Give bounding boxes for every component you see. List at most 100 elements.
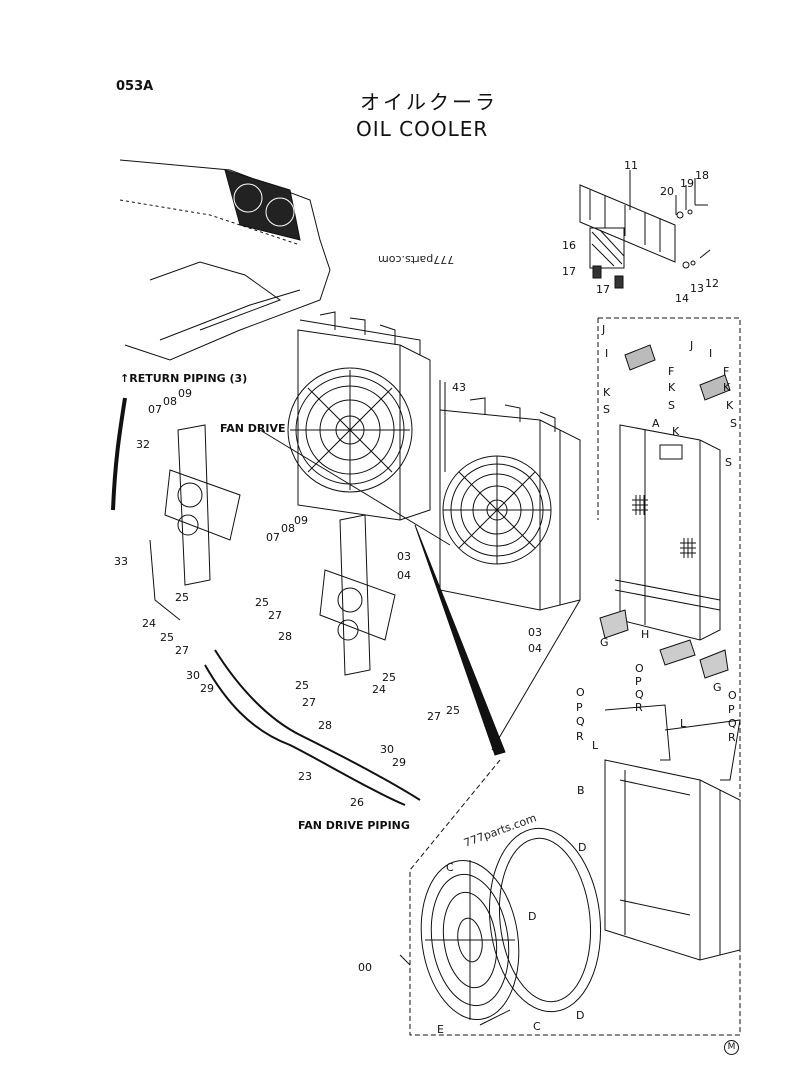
callout-30b: 30 bbox=[380, 743, 394, 756]
bracket-f-1 bbox=[624, 344, 656, 371]
bracket-l-1 bbox=[604, 704, 671, 761]
assembly-boundary-upper bbox=[597, 317, 741, 950]
callout-s4: S bbox=[725, 456, 732, 469]
mount-h bbox=[659, 639, 696, 666]
bracket-l-2 bbox=[664, 719, 741, 781]
callout-17b: 17 bbox=[596, 283, 610, 296]
callout-20: 20 bbox=[660, 185, 674, 198]
return-hose bbox=[111, 397, 127, 511]
revision-mark: M bbox=[724, 1040, 739, 1055]
callout-03a: 03 bbox=[397, 550, 411, 563]
callout-d2: D bbox=[528, 910, 537, 923]
callout-d3: D bbox=[576, 1009, 585, 1022]
fan-drive-right bbox=[319, 514, 396, 676]
callout-04b: 04 bbox=[528, 642, 542, 655]
assembly-boundary-lower bbox=[409, 759, 741, 1036]
callout-s2: S bbox=[603, 403, 610, 416]
radiator-core bbox=[614, 424, 721, 641]
callout-17a: 17 bbox=[562, 265, 576, 278]
callout-27d: 27 bbox=[427, 710, 441, 723]
note-return-piping: ↑RETURN PIPING (3) bbox=[120, 372, 248, 385]
callout-25e: 25 bbox=[446, 704, 460, 717]
bracket-f-2 bbox=[699, 374, 731, 401]
callout-r1: R bbox=[635, 701, 643, 714]
callout-12: 12 bbox=[705, 277, 719, 290]
callout-r2: R bbox=[576, 730, 584, 743]
mount-g-2 bbox=[699, 649, 729, 679]
callout-30a: 30 bbox=[186, 669, 200, 682]
callout-c1: C bbox=[446, 861, 454, 874]
callout-q1: Q bbox=[635, 688, 644, 701]
leader-fan-drive bbox=[259, 429, 451, 546]
callout-p2: P bbox=[576, 701, 583, 714]
callout-23: 23 bbox=[298, 770, 312, 783]
page-code: 053A bbox=[116, 79, 154, 94]
callout-03b: 03 bbox=[528, 626, 542, 639]
callout-00: 00 bbox=[358, 961, 372, 974]
callout-27c: 27 bbox=[302, 696, 316, 709]
callout-16: 16 bbox=[562, 239, 576, 252]
oil-cooler-assembly bbox=[579, 184, 711, 289]
mount-g-1 bbox=[599, 609, 629, 639]
callout-l1: L bbox=[680, 717, 687, 730]
callout-27a: 27 bbox=[268, 609, 282, 622]
callout-25a: 25 bbox=[175, 591, 189, 604]
callout-26: 26 bbox=[350, 796, 364, 809]
note-fan-drive-piping: FAN DRIVE PIPING bbox=[298, 819, 410, 832]
callout-09a: 09 bbox=[178, 387, 192, 400]
callout-a: A bbox=[652, 417, 660, 430]
callout-b: B bbox=[577, 784, 585, 797]
callout-q3: Q bbox=[728, 717, 737, 730]
callout-25d: 25 bbox=[295, 679, 309, 692]
callout-25b: 25 bbox=[255, 596, 269, 609]
callout-o3: O bbox=[728, 689, 737, 702]
callout-25-upper: 25 bbox=[382, 671, 396, 684]
callout-k2: K bbox=[603, 386, 611, 399]
callout-25c: 25 bbox=[160, 631, 174, 644]
callout-08b: 08 bbox=[281, 522, 295, 535]
callout-24b: 24 bbox=[372, 683, 386, 696]
callout-e: E bbox=[437, 1023, 444, 1036]
callout-q2: Q bbox=[576, 715, 585, 728]
callout-r3: R bbox=[728, 731, 736, 744]
callout-28a: 28 bbox=[278, 630, 292, 643]
note-fan-drive: FAN DRIVE bbox=[220, 422, 286, 435]
title-japanese: オイルクーラ bbox=[360, 90, 498, 114]
callout-08a: 08 bbox=[163, 395, 177, 408]
engine-fan-box bbox=[224, 169, 301, 241]
callout-29b: 29 bbox=[392, 756, 406, 769]
frame-b bbox=[604, 759, 741, 961]
arrow-up-icon: ↑ bbox=[120, 372, 130, 385]
callout-43: 43 bbox=[452, 381, 466, 394]
callout-o2: O bbox=[576, 686, 585, 699]
callout-07b: 07 bbox=[266, 531, 280, 544]
callout-j1: J bbox=[602, 323, 606, 336]
callout-d1: D bbox=[578, 841, 587, 854]
callout-s1: S bbox=[668, 399, 675, 412]
callout-28b: 28 bbox=[318, 719, 332, 732]
callout-g1: G bbox=[600, 636, 609, 649]
callout-i1: I bbox=[605, 347, 609, 360]
callout-p1: P bbox=[635, 675, 642, 688]
callout-09b: 09 bbox=[294, 514, 308, 527]
callout-k5: K bbox=[672, 425, 680, 438]
callout-i2: I bbox=[709, 347, 713, 360]
callout-14: 14 bbox=[675, 292, 689, 305]
callout-s3: S bbox=[730, 417, 737, 430]
callout-k4: K bbox=[726, 399, 734, 412]
callout-13: 13 bbox=[690, 282, 704, 295]
fan-drive-piping bbox=[204, 649, 421, 806]
callout-k3: K bbox=[723, 381, 731, 394]
callout-29a: 29 bbox=[200, 682, 214, 695]
callout-k1: K bbox=[668, 381, 676, 394]
callout-11: 11 bbox=[624, 159, 638, 172]
callout-l2: L bbox=[592, 739, 599, 752]
callout-24a: 24 bbox=[142, 617, 156, 630]
title-english: OIL COOLER bbox=[356, 117, 489, 141]
callout-g2: G bbox=[713, 681, 722, 694]
radiator-fan-right bbox=[439, 397, 581, 611]
callout-p3: P bbox=[728, 703, 735, 716]
callout-h: H bbox=[641, 628, 650, 641]
